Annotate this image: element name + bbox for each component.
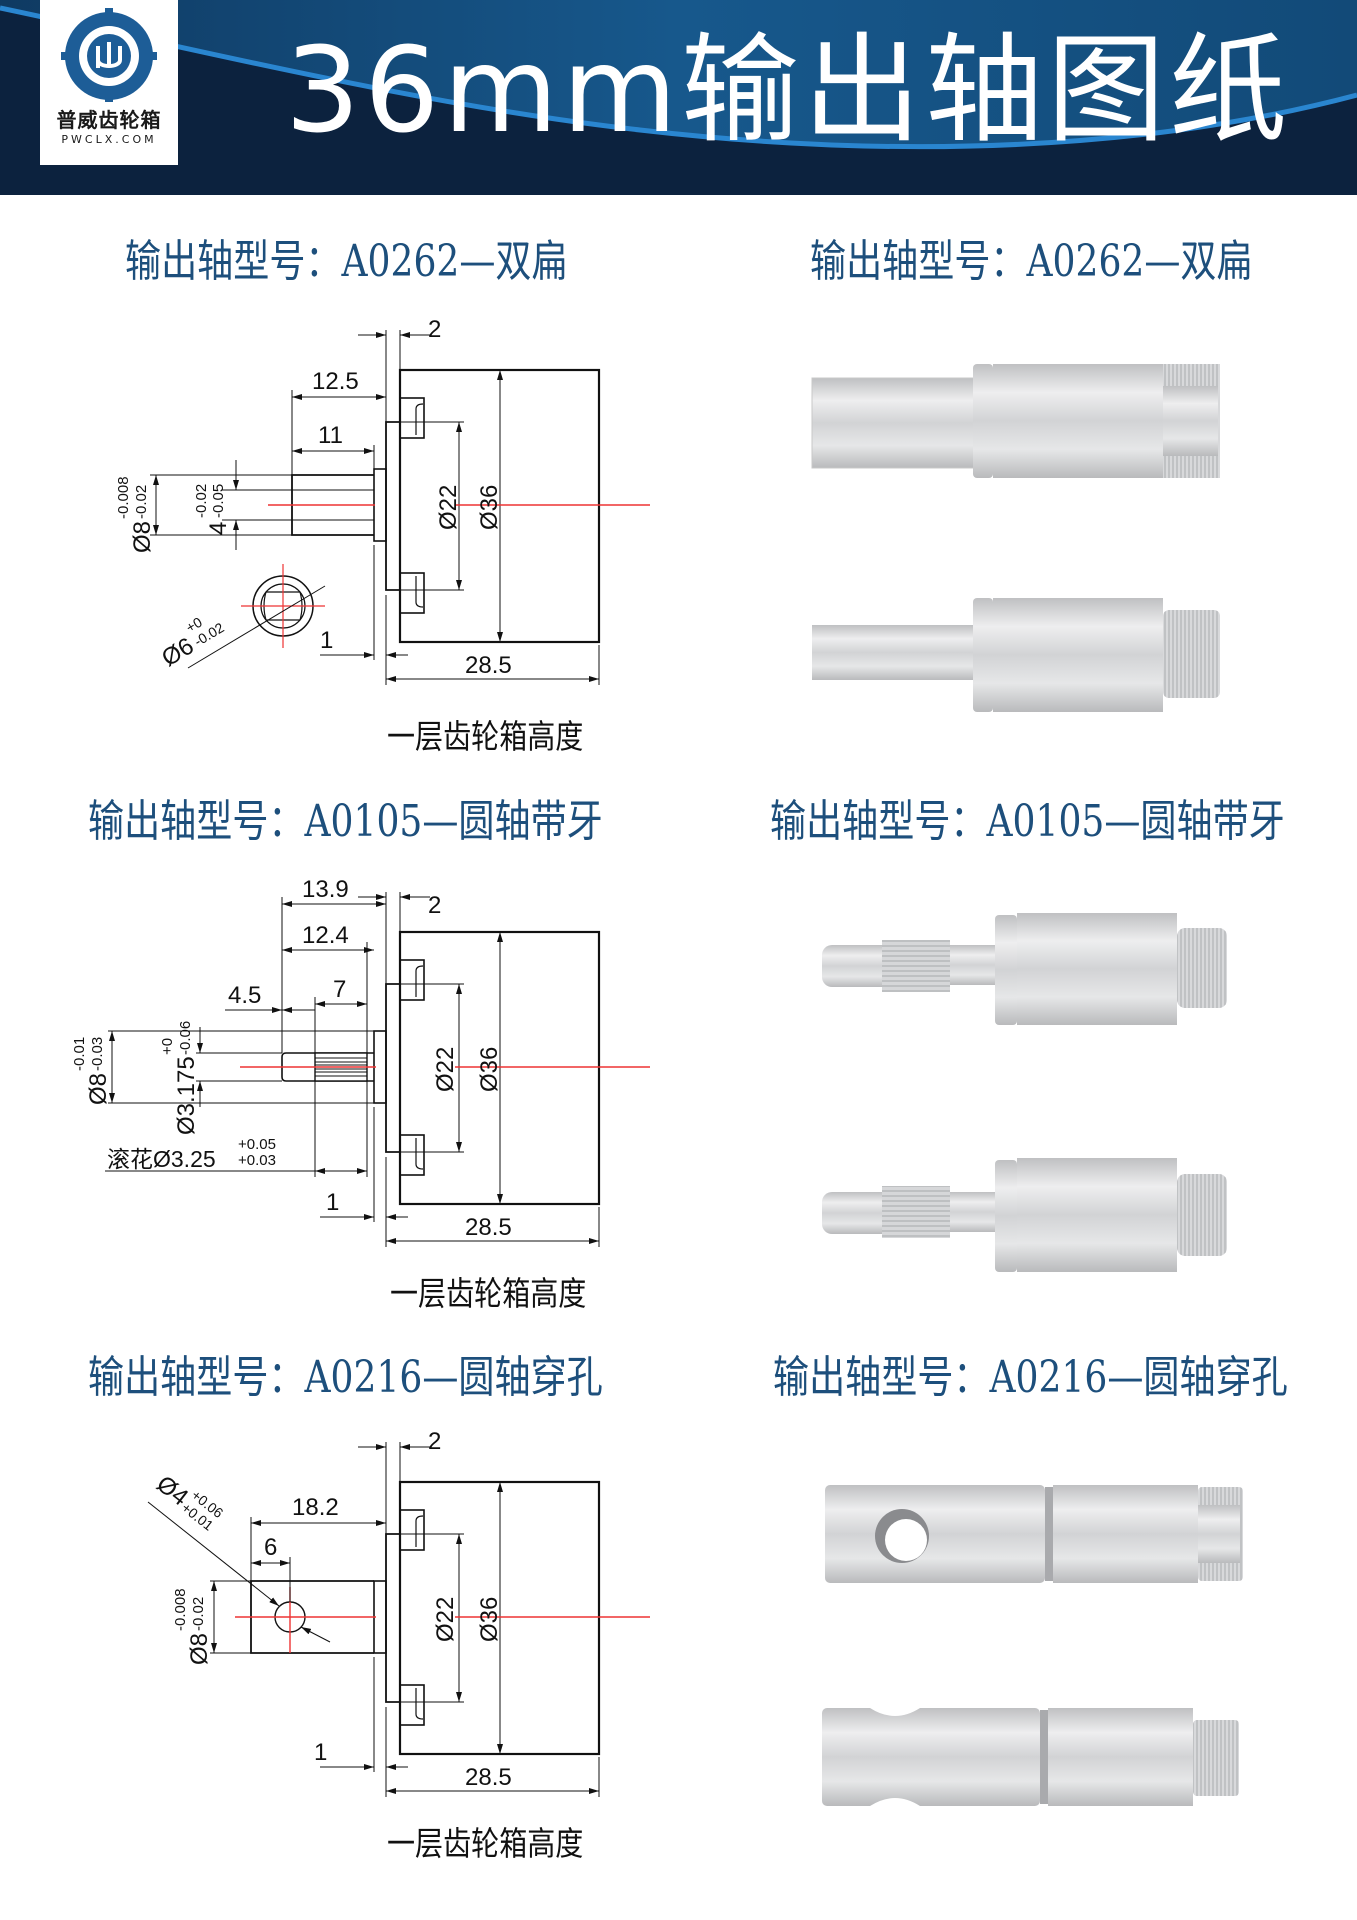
dim-tip-tol-upper: +0	[159, 1038, 176, 1055]
photo-a0105-bottom	[822, 1158, 1227, 1272]
section-1-photo-title: 输出轴型号：A0262—双扁	[810, 236, 1253, 287]
dim-len-knurl-end: 12.4	[302, 922, 349, 949]
section-2-caption: 一层齿轮箱高度	[390, 1274, 587, 1313]
dim-flange-gap: 2	[428, 316, 441, 343]
dim-shaft-tol-lower: -0.02	[190, 1597, 207, 1631]
dim-body-len: 28.5	[465, 1214, 512, 1241]
dim-knurl-label: 滚花Ø3.25	[107, 1146, 216, 1172]
dim-shaft-dia: Ø8	[85, 1073, 112, 1105]
banner-background	[0, 0, 1357, 150]
section-2-photo-title: 输出轴型号：A0105—圆轴带牙	[770, 796, 1285, 847]
shaft-end-view	[187, 564, 326, 669]
dim-len-flat: 11	[318, 422, 343, 449]
logo[interactable]: 普威齿轮箱 PWCLX.COM	[40, 0, 178, 165]
dim-len-total: 18.2	[292, 1494, 339, 1521]
dim-body-dia: Ø36	[476, 485, 503, 530]
photo-a0262-flat-side	[812, 598, 1220, 712]
dim-flange-gap: 2	[428, 892, 441, 919]
section-1-drawing-title: 输出轴型号：A0262—双扁	[125, 236, 568, 287]
dim-knurl-tol-lower: +0.03	[238, 1152, 276, 1169]
dim-tip-dia: Ø3.175	[173, 1056, 200, 1135]
dim-knurl-tol-upper: +0.05	[238, 1136, 276, 1153]
logo-domain: PWCLX.COM	[61, 133, 157, 146]
section-3-caption: 一层齿轮箱高度	[387, 1824, 584, 1863]
section-1-caption: 一层齿轮箱高度	[387, 717, 584, 756]
section-3-photo-title: 输出轴型号：A0216—圆轴穿孔	[773, 1352, 1288, 1403]
dim-shaft-dia: Ø8	[129, 521, 156, 553]
dim-shaft-tol-upper: -0.008	[172, 1588, 189, 1631]
dim-len-total: 12.5	[312, 368, 359, 395]
photo-a0105-top	[822, 913, 1227, 1025]
dim-hole-pos: 6	[264, 1534, 277, 1561]
logo-name: 普威齿轮箱	[56, 108, 162, 132]
dim-flat-tol-lower: -0.05	[210, 484, 227, 518]
section-2-drawing-title: 输出轴型号：A0105—圆轴带牙	[88, 796, 603, 847]
dim-shaft-tol-upper: -0.01	[71, 1037, 88, 1071]
dim-len-knurl: 7	[333, 976, 346, 1003]
dim-flat-tol-upper: -0.02	[193, 484, 210, 518]
dim-shaft-tol-upper: -0.008	[115, 476, 132, 519]
photo-a0216-side	[822, 1708, 1239, 1806]
photo-a0262-flat-top	[811, 364, 1220, 478]
dim-flange-gap: 2	[428, 1428, 441, 1455]
dim-shaft-tol-lower: -0.02	[133, 485, 150, 519]
photo-a0216-hole	[825, 1485, 1243, 1583]
dim-boss-dia: Ø22	[432, 1597, 459, 1642]
dim-body-len: 28.5	[465, 1764, 512, 1791]
dim-collar: 1	[314, 1739, 327, 1766]
dim-tip-tol-lower: -0.06	[177, 1021, 194, 1055]
dim-body-dia: Ø36	[476, 1597, 503, 1642]
drawing-a0216: 2 Ø4 +0.06 +0.01 18.2 6 Ø8 -0.008 -0.02 …	[147, 1428, 650, 1797]
section-3-drawing-title: 输出轴型号：A0216—圆轴穿孔	[88, 1352, 603, 1403]
page-title: 36mm输出轴图纸	[285, 21, 1292, 159]
dim-end-tol-upper: +0	[183, 614, 205, 636]
dim-collar: 1	[326, 1189, 339, 1216]
dim-collar: 1	[320, 627, 333, 654]
dim-boss-dia: Ø22	[435, 485, 462, 530]
dim-len-total: 13.9	[302, 876, 349, 903]
dim-shaft-tol-lower: -0.03	[89, 1037, 106, 1071]
dim-body-dia: Ø36	[476, 1047, 503, 1092]
dim-len-tip: 4.5	[228, 982, 261, 1009]
dim-shaft-dia: Ø8	[186, 1633, 213, 1665]
dim-body-len: 28.5	[465, 652, 512, 679]
drawing-a0262: 2 12.5 11 Ø8 -0.008 -0.02 4 -0.02 -0.05 …	[115, 316, 650, 685]
drawing-a0105: 13.9 2 12.4 7 4.5 Ø8 -0.01 -0.03 Ø3.175 …	[71, 876, 650, 1247]
dim-flat-width: 4	[205, 522, 232, 535]
gear-p-logo-icon	[61, 8, 157, 102]
dim-boss-dia: Ø22	[432, 1047, 459, 1092]
header-banner: 普威齿轮箱 PWCLX.COM 36mm输出轴图纸	[0, 0, 1357, 195]
